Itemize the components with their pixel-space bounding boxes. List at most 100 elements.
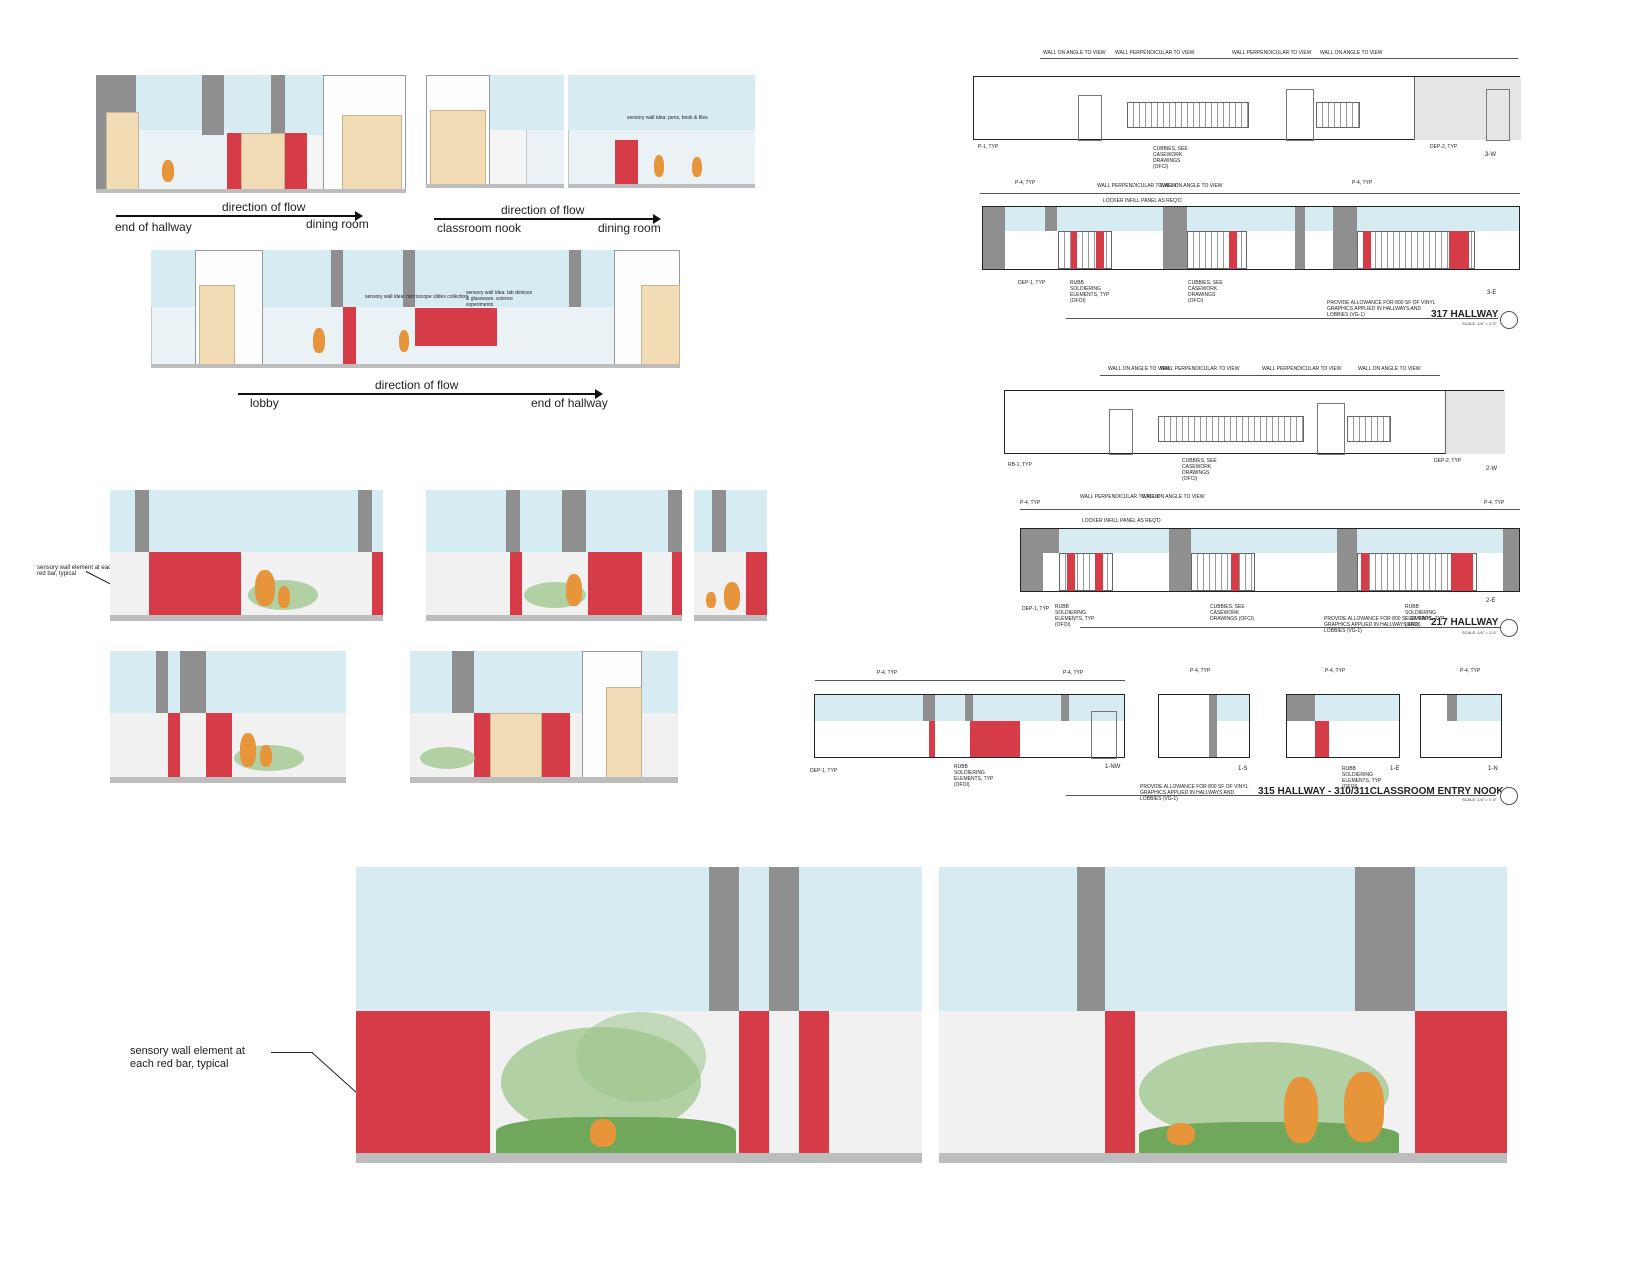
- flow-2-to: dining room: [598, 221, 661, 235]
- note-cubbies-3w: CUBBIES, SEE CASEWORK DRAWINGS (OFCI): [1153, 146, 1188, 170]
- bear-illustration: [399, 330, 409, 352]
- callout-sensory-lab: sensory wall idea: lab devices & glasswa…: [466, 290, 533, 308]
- note-p4-3e: P-4, TYP: [1015, 180, 1036, 186]
- note-rubber-2e: RUBB SOLDIERING ELEMENTS, TYP (OFOI): [1055, 604, 1095, 628]
- dim-wall-perp-2w: WALL PERPENDICULAR TO VIEW: [1160, 366, 1240, 372]
- elevation-1nw: [814, 694, 1125, 759]
- bear-illustration: [278, 586, 290, 608]
- flow-3-arrow: [238, 389, 603, 399]
- section-marker-317: [1500, 311, 1518, 329]
- drawing-scale-315: SCALE: 1/4" = 1'-0": [1462, 797, 1497, 802]
- note-rubber-3e: RUBB SOLDIERING ELEMENTS, TYP (OFOI): [1070, 280, 1110, 304]
- leader-line-large: [271, 1052, 313, 1053]
- bear-illustration: [1167, 1123, 1195, 1145]
- elevation-1s: [1158, 694, 1250, 758]
- rendering-end-of-hallway: [96, 75, 406, 193]
- dim-wall-angle-3w-2: WALL ON ANGLE TO VIEW: [1320, 50, 1383, 56]
- rendering-classroom-nook: [426, 75, 564, 188]
- callout-sensory-small: sensory wall element at each red bar, ty…: [37, 565, 115, 577]
- bear-illustration: [590, 1119, 616, 1147]
- sensory-rendering-large-2: [939, 867, 1507, 1163]
- elevation-tag-1n: 1-N: [1488, 766, 1498, 772]
- drawing-title-315: 315 HALLWAY - 310/311CLASSROOM ENTRY NOO…: [1258, 786, 1504, 797]
- section-marker-315: [1500, 787, 1518, 805]
- rendering-lobby: [151, 250, 680, 368]
- flow-3-from: lobby: [250, 396, 279, 410]
- flow-2-direction: direction of flow: [501, 203, 585, 217]
- note-dep2-2w: DEP-2, TYP: [1434, 458, 1462, 464]
- flow-3-direction: direction of flow: [375, 378, 459, 392]
- drawing-title-317: 317 HALLWAY: [1431, 309, 1499, 320]
- callout-sensory-pens: sensory wall idea: pens, book & files: [627, 115, 708, 121]
- dim-wall-perp-3e: WALL PERPENDICULAR TO VIEW: [1097, 183, 1177, 189]
- note-rubber-1e: RUBB SOLDIERING ELEMENTS, TYP (OFOI): [1342, 766, 1382, 790]
- note-allowance-2e: PROVIDE ALLOWANCE FOR 800 SF OF VINYL GR…: [1324, 616, 1433, 634]
- dim-wall-angle-2w-2: WALL ON ANGLE TO VIEW: [1358, 366, 1421, 372]
- bear-illustration: [1344, 1072, 1384, 1142]
- bear-illustration: [260, 745, 272, 767]
- note-allowance-3e: PROVIDE ALLOWANCE FOR 800 SF OF VINYL GR…: [1327, 300, 1436, 318]
- elevation-tag-3e: 3-E: [1487, 290, 1497, 296]
- drawing-scale-217: SCALE: 1/4" = 1'-0": [1462, 630, 1497, 635]
- elevation-tag-2e: 2-E: [1486, 598, 1496, 604]
- note-locker-2e: LOCKER INFILL PANEL AS REQ'D: [1082, 518, 1161, 524]
- section-marker-217: [1500, 619, 1518, 637]
- sensory-rendering-1: [110, 490, 383, 621]
- flow-2-arrow: [434, 214, 661, 224]
- flow-1-from: end of hallway: [115, 220, 192, 234]
- rendering-dining-room: [568, 75, 755, 188]
- flow-1-arrow: [116, 211, 363, 221]
- note-p4-1nw-2: P-4, TYP: [1063, 670, 1084, 676]
- note-cubbies-2w: CUBBIES, SEE CASEWORK DRAWINGS (OFCI): [1182, 458, 1217, 482]
- dim-wall-angle-3e: WALL ON ANGLE TO VIEW: [1160, 183, 1223, 189]
- dim-wall-angle-2w: WALL ON ANGLE TO VIEW: [1108, 366, 1171, 372]
- bush-illustration: [576, 1012, 706, 1102]
- drawing-title-217: 217 HALLWAY: [1431, 617, 1499, 628]
- note-dep1-1nw: DEP-1, TYP: [810, 768, 838, 774]
- elevation-1e: [1286, 694, 1400, 758]
- flow-1-direction: direction of flow: [222, 200, 306, 214]
- note-cubbies-3e: CUBBIES, SEE CASEWORK DRAWINGS (OFCI): [1188, 280, 1223, 304]
- dim-wall-perp-2w-2: WALL PERPENDICULAR TO VIEW: [1262, 366, 1342, 372]
- elevation-tag-2w: 2-W: [1486, 466, 1497, 472]
- bear-illustration: [566, 574, 582, 606]
- note-cubbies-2e: CUBBIES, SEE CASEWORK DRAWINGS (OFCI): [1210, 604, 1254, 622]
- dim-wall-perp-3w-2: WALL PERPENDICULAR TO VIEW: [1232, 50, 1312, 56]
- note-p4-1e: P-4, TYP: [1325, 668, 1346, 674]
- bear-illustration: [162, 160, 174, 182]
- bear-illustration: [255, 570, 275, 606]
- dim-wall-perp-2e: WALL PERPENDICULAR TO VIEW: [1080, 494, 1160, 500]
- elevation-tag-1s: 1-S: [1238, 766, 1248, 772]
- sensory-rendering-2: [426, 490, 682, 621]
- note-p4-3e-2: P-4, TYP: [1352, 180, 1373, 186]
- bear-illustration: [706, 592, 716, 608]
- sensory-rendering-3: [694, 490, 767, 621]
- note-p1-3w: P-1, TYP: [978, 144, 999, 150]
- note-p4-2e: P-4, TYP: [1020, 500, 1041, 506]
- flow-2-from: classroom nook: [437, 221, 522, 235]
- bear-illustration: [313, 328, 325, 353]
- elevation-3e: [982, 206, 1520, 270]
- bear-illustration: [724, 582, 740, 610]
- sensory-rendering-large-1: [356, 867, 922, 1163]
- note-p4-1s: P-4, TYP: [1190, 668, 1211, 674]
- bear-illustration: [1284, 1077, 1318, 1143]
- note-rubber-2e-2: RUBB SOLDIERING ELEMENTS, TYP (OFOI): [1405, 604, 1445, 628]
- elevation-tag-3w: 3-W: [1485, 152, 1496, 158]
- flow-1-to: dining room: [306, 217, 369, 231]
- note-locker-3e: LOCKER INFILL PANEL AS REQ'D: [1103, 198, 1182, 204]
- note-p4-2e-2: P-4, TYP: [1484, 500, 1505, 506]
- elevation-3w: [973, 76, 1521, 141]
- note-rubber-1nw: RUBB SOLDIERING ELEMENTS, TYP (OFOI): [954, 764, 994, 788]
- callout-sensory-microscope: sensory wall idea: microscope slides col…: [365, 294, 469, 300]
- dim-wall-angle-3w: WALL ON ANGLE TO VIEW: [1043, 50, 1106, 56]
- bear-illustration: [654, 155, 664, 177]
- note-p4-1n: P-4, TYP: [1460, 668, 1481, 674]
- elevation-tag-1e: 1-E: [1390, 766, 1400, 772]
- dim-wall-perp-3w: WALL PERPENDICULAR TO VIEW: [1115, 50, 1195, 56]
- flow-3-to: end of hallway: [531, 396, 608, 410]
- dim-wall-angle-2e: WALL ON ANGLE TO VIEW: [1142, 494, 1205, 500]
- elevation-2e: [1020, 528, 1520, 592]
- elevation-1n: [1420, 694, 1502, 758]
- note-dep1-2e: DEP-1, TYP: [1022, 606, 1050, 612]
